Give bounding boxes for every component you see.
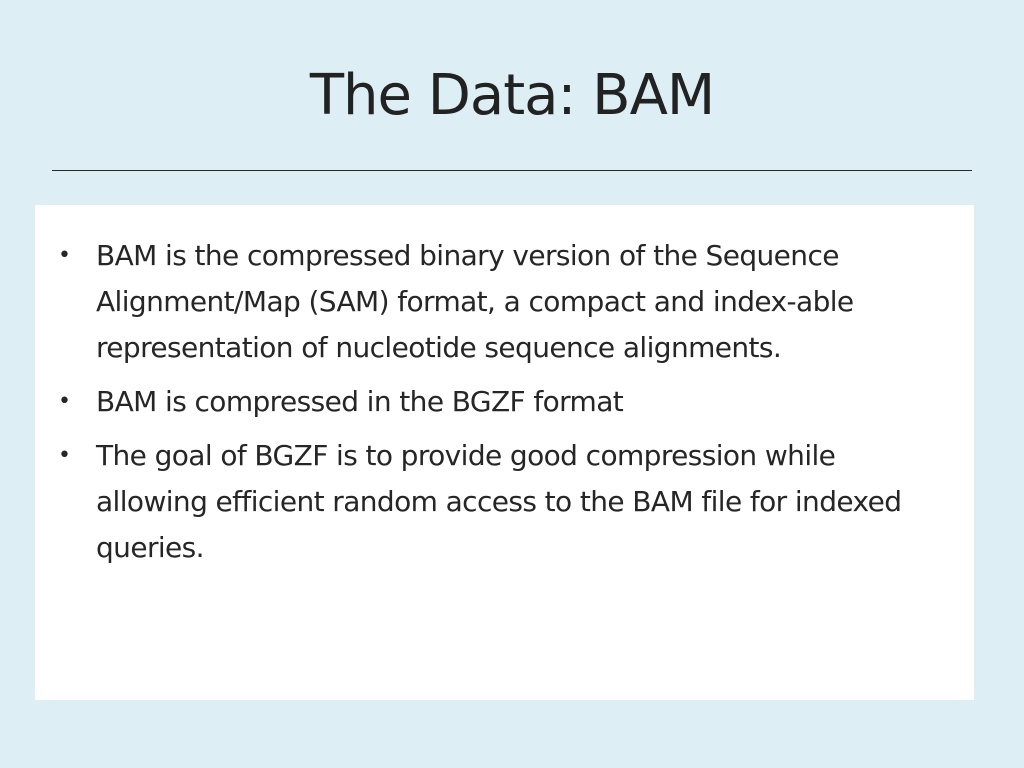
bullet-item: • The goal of BGZF is to provide good co… — [35, 433, 915, 571]
bullet-icon: • — [58, 389, 71, 414]
bullet-item: • BAM is compressed in the BGZF format — [35, 379, 915, 425]
content-box: • BAM is the compressed binary version o… — [35, 205, 974, 700]
bullet-text: The goal of BGZF is to provide good comp… — [96, 439, 902, 564]
bullet-item: • BAM is the compressed binary version o… — [35, 233, 915, 371]
bullet-text: BAM is the compressed binary version of … — [96, 239, 854, 364]
bullet-icon: • — [58, 443, 71, 468]
slide-title: The Data: BAM — [309, 63, 715, 128]
bullet-list: • BAM is the compressed binary version o… — [35, 233, 915, 579]
bullet-text: BAM is compressed in the BGZF format — [96, 385, 624, 418]
title-divider — [52, 170, 972, 171]
bullet-icon: • — [58, 243, 71, 268]
